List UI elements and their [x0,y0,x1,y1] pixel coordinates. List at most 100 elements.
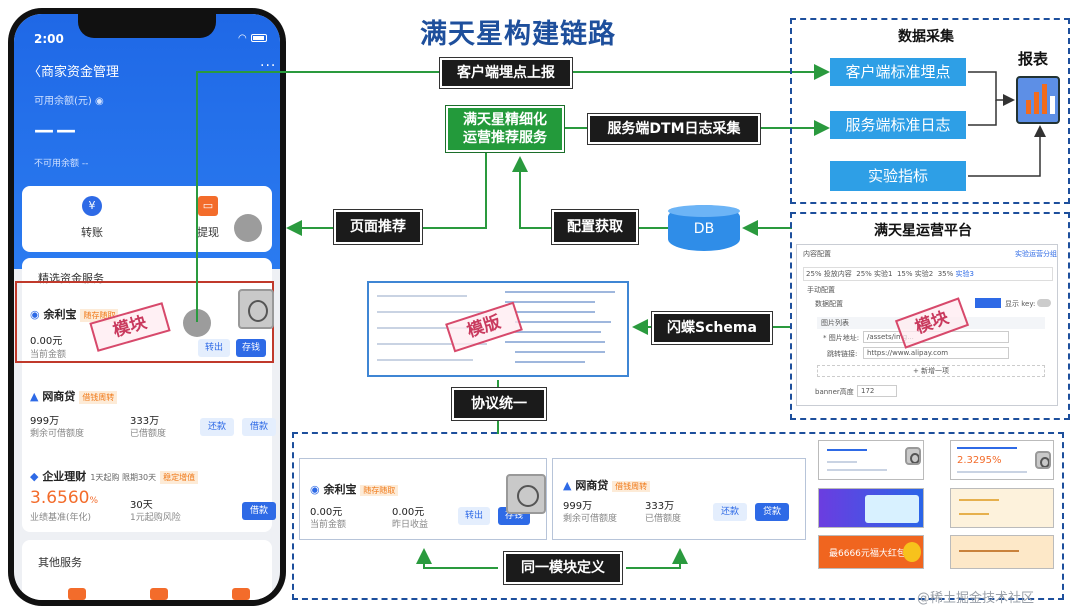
banner-height-input[interactable]: 172 [857,385,897,397]
qr-code-icon [238,289,274,329]
wangshangdai-card: ▲ 网商贷 借钱周转 999万 剩余可借额度 333万 已借额度 还款 贷款 [552,458,806,540]
wangshangdai-repay-button[interactable]: 还款 [200,418,234,436]
service-icon[interactable] [232,588,250,600]
card-wangshangdai-loan-button[interactable]: 贷款 [755,503,789,521]
licai-button[interactable]: 借款 [242,502,276,520]
manual-config-label: 手动配置 [807,286,835,294]
experiment-group-link[interactable]: 实验运营分组 [1015,250,1057,258]
unavailable-balance: 不可用余额 -- [34,159,89,169]
yuelibao-out-button[interactable]: 转出 [198,339,230,357]
image-url-label: * 图片地址: [823,334,860,342]
watermark: @稀土掘金技术社区 [917,591,1035,606]
card-yuelibao-yesterday: 0.00元 [392,507,425,518]
experiment-tabs: 25% 投放内容 25% 实验1 15% 实验2 35% 实验3 [803,267,1053,281]
phone-notch [78,14,216,38]
jump-link-input[interactable]: https://www.alipay.com [863,347,1009,359]
yuelibao-amount: 0.00元 [30,336,63,347]
thumbnail-banner-gold [950,488,1054,528]
transfer-icon: ¥ [82,196,102,216]
wangshangdai-borrow-button[interactable]: 借款 [242,418,276,436]
card-yuelibao-amount: 0.00元 [310,507,343,518]
qr-code-icon [506,474,546,514]
thumbnail-banner-purple [818,488,924,528]
card-yuelibao-yesterday-label: 昨日收益 [392,520,429,530]
protocol-label: 协议统一 [452,388,546,420]
wangshangdai-used-label: 已借额度 [130,429,167,439]
available-balance-label: 可用余额(元) ◉ [34,96,104,107]
yuelibao-card: ◉ 余利宝 随存随取 0.00元 当前金额 0.00元 昨日收益 转出 存钱 [299,458,547,540]
arrow-metric-to-report [968,125,1046,177]
module-definition-box [292,432,1064,600]
thumbnail-bank-transfer [950,535,1054,569]
jump-link-label: 跳转链接: [827,350,858,358]
licai-days-label: 1元起购风险 [130,513,181,523]
card-yuelibao-out-button[interactable]: 转出 [458,507,490,525]
status-time: 2:00 [34,32,64,46]
ops-platform-title: 满天星运营平台 [874,223,972,239]
battery-icon [250,34,267,42]
yuelibao-logo-icon: ◉ [310,483,320,496]
card-yuelibao-amount-label: 当前金额 [310,520,347,530]
import-button[interactable] [975,298,1001,308]
other-services-title: 其他服务 [38,556,82,569]
arrow-log-to-report [968,100,997,126]
service-icon[interactable] [68,588,86,600]
withdraw-icon: ▭ [198,196,218,216]
nav-title: 商家资金管理 [41,65,120,80]
eye-icon[interactable]: ◉ [95,96,104,107]
licai-days: 30天 [130,500,153,511]
wifi-icon: ◠ [238,33,247,44]
arrow-phone-to-client-tracking [196,64,830,322]
thumbnail-licai: 2.3295% [950,440,1054,480]
wangshangdai-name: ▲ 网商贷借钱周转 [30,388,118,404]
selected-services-card: 精选资金服务 ◉ 余利宝随存随取 0.00元 当前金额 转出 存钱 ▲ 网商贷借… [22,258,276,532]
card-wangshangdai-avail: 999万 [563,501,593,512]
data-collection-title: 数据采集 [898,29,954,45]
same-module-label: 同一模块定义 [504,552,622,584]
recommend-service-box: 满天星精细化 运营推荐服务 [446,106,564,152]
schema-label: 闪蝶Schema [652,312,772,344]
arrow-tracking-to-report [968,71,1015,106]
data-collection-box [790,18,1070,204]
thumbnail-yuelibao [818,440,924,480]
wangshangdai-avail-label: 剩余可借额度 [30,429,85,439]
data-config-label: 数据配置 [815,300,843,308]
add-item-button[interactable]: + 新增一项 [817,365,1045,377]
client-standard-tracking-box: 客户端标准埋点 [830,58,966,86]
withdraw-action[interactable]: ▭提现 [178,196,238,240]
db-cylinder: DB [668,205,740,251]
balance-value: —— [34,118,78,142]
card-yuelibao-name: ◉ 余利宝 随存随取 [310,481,399,497]
experiment-metrics-box: 实验指标 [830,161,966,191]
arrow-same-right [626,548,688,569]
yuelibao-deposit-button[interactable]: 存钱 [236,339,266,357]
card-wangshangdai-repay-button[interactable]: 还款 [713,503,747,521]
config-fetch-label: 配置获取 [552,210,638,244]
service-icon[interactable] [150,588,168,600]
card-wangshangdai-used-label: 已借额度 [645,514,682,524]
client-tracking-label: 客户端埋点上报 [440,58,572,88]
ops-platform-box [790,212,1070,420]
transfer-action[interactable]: ¥转账 [62,196,122,240]
yuelibao-amount-label: 当前金额 [30,350,67,360]
more-menu-icon[interactable]: ··· [260,58,277,74]
licai-rate-label: 业绩基准(年化) [30,513,92,523]
card-wangshangdai-name: ▲ 网商贷 借钱周转 [563,477,651,493]
wangshangdai-module: ▲ 网商贷借钱周转 999万 剩余可借额度 333万 已借额度 还款 借款 [30,388,276,448]
other-services-card: 其他服务 [22,540,272,600]
show-key-toggle[interactable] [1037,299,1051,307]
wangshangdai-avail: 999万 [30,416,60,427]
server-standard-log-box: 服务端标准日志 [830,111,966,139]
back-chevron-icon[interactable]: 〈 [28,65,42,80]
thumbnail-red-packet-text: 最6666元福大红包 [829,549,906,559]
thumbnail-red-packet: 最6666元福大红包 [818,535,924,569]
wangshangdai-logo-icon: ▲ [563,479,572,492]
licai-tag: 稳定增值 [160,470,199,484]
nav-bar[interactable]: 〈商家资金管理 [28,61,119,80]
page-recommend-label: 页面推荐 [334,210,422,244]
diagram-title: 满天星构建链路 [420,19,616,50]
card-wangshangdai-avail-label: 剩余可借额度 [563,514,618,524]
